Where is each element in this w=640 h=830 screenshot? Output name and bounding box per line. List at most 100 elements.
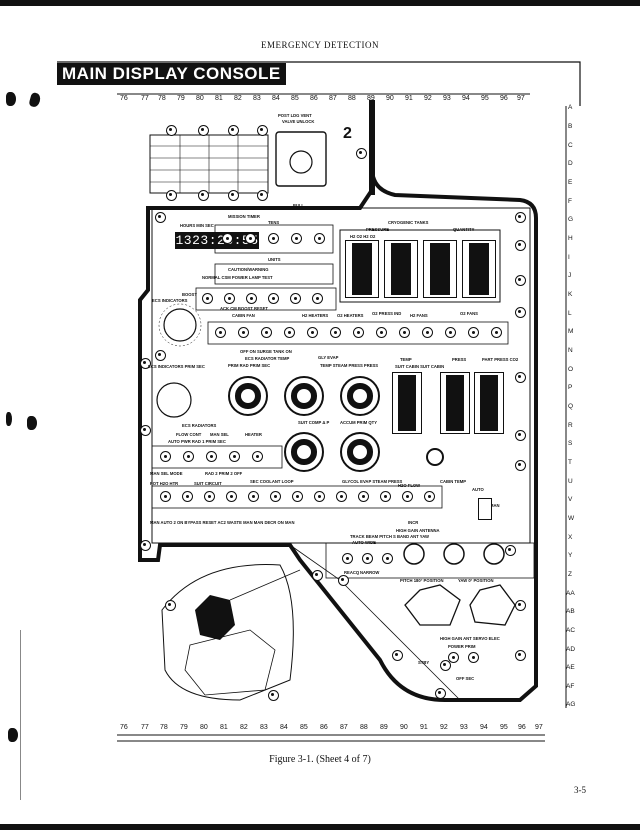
ack-cm-reset-label: ACK CM BOOST RESET	[220, 306, 268, 311]
screw	[312, 570, 323, 581]
toggle-switch[interactable]	[290, 293, 301, 304]
o2-press-ind-label: O2 PRESS IND	[372, 311, 402, 316]
toggle-switch[interactable]	[402, 491, 413, 502]
gly-evap-label: GLY EVAP	[318, 355, 339, 360]
screw	[166, 190, 177, 201]
row-label: AA	[566, 590, 575, 597]
toggle-switch[interactable]	[238, 327, 249, 338]
toggle-switch[interactable]	[226, 491, 237, 502]
valve-unlock-label: VALVE UNLOCK	[282, 119, 315, 124]
col-label: 85	[291, 95, 299, 102]
cw-switch-frame	[195, 287, 337, 311]
toggle-switch[interactable]	[468, 652, 479, 663]
toggle-switch[interactable]	[330, 327, 341, 338]
cabin-temp-control[interactable]	[478, 498, 492, 520]
toggle-switch[interactable]	[448, 652, 459, 663]
row-label: A	[568, 104, 573, 111]
col-label: 79	[177, 95, 185, 102]
toggle-switch[interactable]	[336, 491, 347, 502]
bottom-border-bar	[0, 824, 640, 830]
toggle-switch[interactable]	[160, 451, 171, 462]
post-ldg-vent-box	[275, 131, 327, 187]
pitch-position-label: PITCH 180° POSITION	[400, 578, 444, 583]
reset-button[interactable]	[426, 448, 444, 466]
toggle-switch[interactable]	[291, 233, 302, 244]
man-sel-label: MAN SEL	[210, 432, 229, 437]
binder-hole-middle	[27, 416, 37, 430]
screw	[166, 125, 177, 136]
row-label: W	[568, 515, 575, 522]
toggle-switch[interactable]	[314, 491, 325, 502]
toggle-switch[interactable]	[182, 491, 193, 502]
screw	[515, 307, 526, 318]
row-label: U	[568, 478, 573, 485]
ecs-indicator-scale	[158, 303, 202, 347]
toggle-switch[interactable]	[358, 491, 369, 502]
col-label: 93	[460, 724, 468, 731]
toggle-switch[interactable]	[268, 293, 279, 304]
ecs-radiators-label: ECS RADIATORS	[182, 423, 217, 428]
toggle-switch[interactable]	[284, 327, 295, 338]
toggle-switch[interactable]	[222, 233, 233, 244]
toggle-switch[interactable]	[204, 491, 215, 502]
toggle-switch[interactable]	[246, 293, 257, 304]
toggle-switch[interactable]	[445, 327, 456, 338]
suit-temp-meter	[392, 372, 422, 434]
toggle-switch[interactable]	[270, 491, 281, 502]
toggle-switch[interactable]	[307, 327, 318, 338]
incr-label: INCR	[408, 520, 419, 525]
col-label: 93	[443, 95, 451, 102]
binder-hole-bottom	[8, 728, 18, 742]
toggle-switch[interactable]	[245, 233, 256, 244]
toggle-switch[interactable]	[160, 491, 171, 502]
col-label: 90	[386, 95, 394, 102]
row-label: N	[568, 347, 573, 354]
toggle-switch[interactable]	[342, 553, 353, 564]
toggle-switch[interactable]	[376, 327, 387, 338]
toggle-switch[interactable]	[224, 293, 235, 304]
toggle-switch[interactable]	[382, 553, 393, 564]
toggle-switch[interactable]	[312, 293, 323, 304]
toggle-switch[interactable]	[248, 491, 259, 502]
toggle-switch[interactable]	[229, 451, 240, 462]
toggle-switch[interactable]	[268, 233, 279, 244]
col-label: 78	[158, 95, 166, 102]
h2-heaters-label: H2 HEATERS	[302, 313, 329, 318]
accum-qty-gauge	[340, 432, 380, 472]
co2-press-meter	[474, 372, 504, 434]
toggle-switch[interactable]	[261, 327, 272, 338]
pressure-label: PRESSURE	[366, 227, 390, 232]
row-label: V	[568, 496, 573, 503]
row-label: Z	[568, 571, 572, 578]
screw	[515, 600, 526, 611]
toggle-switch[interactable]	[424, 491, 435, 502]
top-border-bar	[0, 0, 640, 6]
toggle-switch[interactable]	[353, 327, 364, 338]
row-label: F	[568, 198, 572, 205]
cabin-temp-label: CABIN TEMP	[440, 479, 467, 484]
toggle-switch[interactable]	[206, 451, 217, 462]
row-label: AD	[566, 646, 576, 653]
toggle-switch[interactable]	[292, 491, 303, 502]
toggle-switch[interactable]	[183, 451, 194, 462]
col-label: 83	[260, 724, 268, 731]
toggle-switch[interactable]	[314, 233, 325, 244]
toggle-switch[interactable]	[422, 327, 433, 338]
toggle-switch[interactable]	[491, 327, 502, 338]
toggle-switch[interactable]	[202, 293, 213, 304]
screw	[257, 125, 268, 136]
part-press-co2-label: PART PRESS CO2	[482, 357, 519, 362]
toggle-switch[interactable]	[215, 327, 226, 338]
row-label: M	[568, 328, 574, 335]
toggle-switch[interactable]	[399, 327, 410, 338]
sec-coolant-loop-label: SEC COOLANT LOOP	[250, 479, 294, 484]
pitch-knob	[443, 543, 465, 565]
toggle-switch[interactable]	[468, 327, 479, 338]
post-ldg-vent-label: POST LDG VENT	[278, 113, 312, 118]
screw	[392, 650, 403, 661]
toggle-switch[interactable]	[380, 491, 391, 502]
toggle-switch[interactable]	[252, 451, 263, 462]
screw	[338, 575, 349, 586]
toggle-switch[interactable]	[362, 553, 373, 564]
high-gain-antenna-label: HIGH GAIN ANTENNA	[396, 528, 440, 533]
